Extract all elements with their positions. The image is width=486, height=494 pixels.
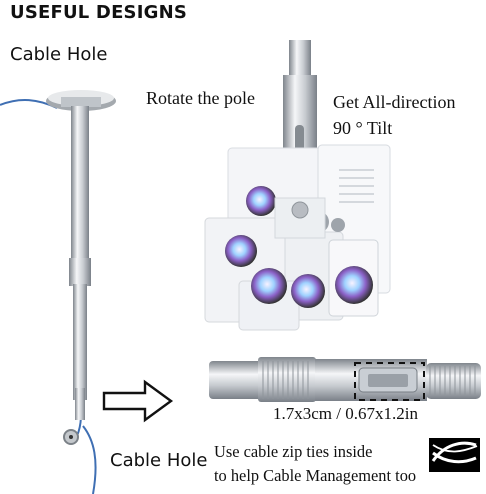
page-title: USEFUL DESIGNS — [10, 2, 188, 23]
zip-tie-label: Use cable zip ties inside to help Cable … — [214, 440, 416, 488]
zip-line-2: to help Cable Management too — [214, 466, 417, 485]
measurement-box — [354, 362, 425, 401]
dimensions-label: 1.7x3cm / 0.67x1.2in — [273, 404, 418, 423]
left-ceiling-pole — [0, 90, 116, 494]
arrow-right-icon — [102, 379, 174, 423]
projector-cluster — [204, 144, 391, 331]
cable-hole-label-bottom: Cable Hole — [110, 450, 208, 471]
rotate-label: Rotate the pole — [146, 88, 255, 108]
cable-hole-label-top: Cable Hole — [10, 44, 108, 65]
tilt-line-2: 90 ° Tilt — [333, 118, 393, 138]
zip-line-1: Use cable zip ties inside — [214, 442, 373, 461]
pole-closeup — [209, 357, 481, 402]
tilt-label: Get All-direction 90 ° Tilt — [333, 89, 455, 141]
zip-tie-icon — [429, 438, 480, 472]
cable-bottom — [82, 425, 97, 494]
tilt-line-1: Get All-direction — [333, 92, 456, 112]
